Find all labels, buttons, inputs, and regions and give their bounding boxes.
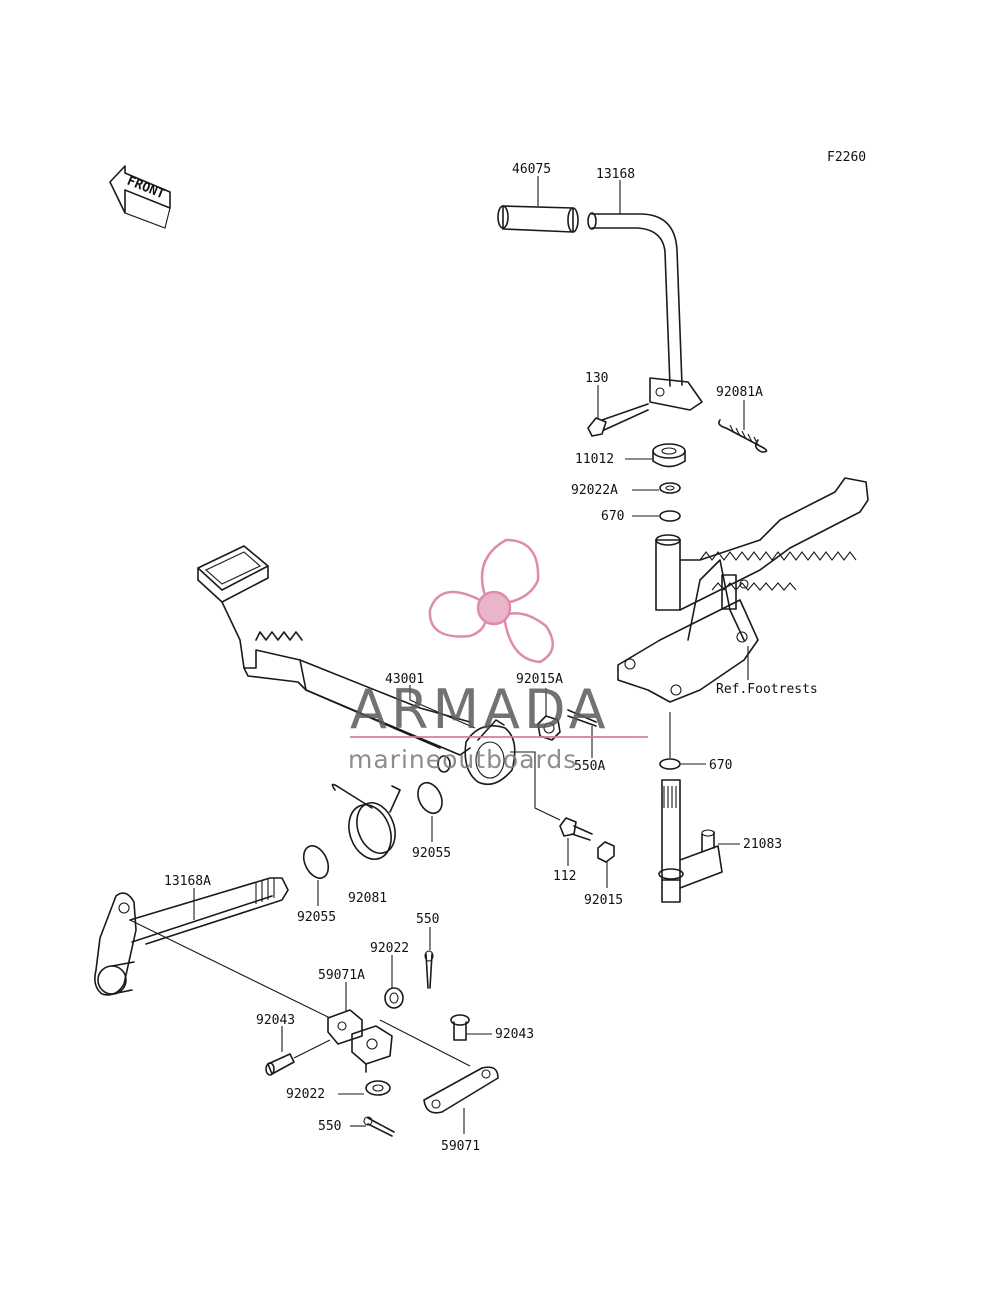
washer-92022-top — [384, 987, 404, 1009]
figure-code: F2260 — [827, 150, 866, 165]
washer-92022-bottom — [365, 1080, 391, 1096]
watermark-tagline: marineoutboards — [348, 745, 577, 774]
label-670-top: 670 — [601, 509, 624, 524]
torsion-spring-92081 — [331, 783, 401, 860]
bolt-130 — [587, 403, 649, 437]
label-112: 112 — [553, 869, 576, 884]
shaft-lever-13168A — [94, 877, 289, 996]
o-ring-92055-b — [302, 845, 330, 879]
pin-92043-left — [265, 1039, 331, 1076]
front-arrow-icon: FRONT — [109, 165, 171, 229]
label-130: 130 — [585, 371, 608, 386]
lever-pipe-13168 — [587, 212, 703, 411]
label-59071: 59071 — [441, 1139, 480, 1154]
o-ring-670-bottom — [659, 758, 681, 770]
washer-11012 — [652, 443, 686, 468]
label-43001: 43001 — [385, 672, 424, 687]
label-92022-top: 92022 — [370, 941, 409, 956]
label-92015A: 92015A — [516, 672, 563, 687]
brake-pedal-43001 — [197, 545, 516, 786]
label-92081: 92081 — [348, 891, 387, 906]
propeller-icon — [428, 538, 554, 664]
label-92015: 92015 — [584, 893, 623, 908]
watermark-underline — [350, 736, 648, 738]
label-670-bottom: 670 — [709, 758, 732, 773]
pin-92043-right — [450, 1014, 470, 1041]
label-92055-b: 92055 — [297, 910, 336, 925]
footrest-bracket — [617, 477, 869, 703]
o-ring-92055-a — [417, 781, 443, 815]
o-ring-670-top — [659, 510, 681, 522]
label-550A: 550A — [574, 759, 605, 774]
bolt-112 — [559, 817, 593, 841]
label-92055-a: 92055 — [412, 846, 451, 861]
cotter-pin-550-top — [424, 950, 434, 989]
grip-46075 — [497, 205, 579, 233]
watermark-brand: ARMADA — [350, 678, 610, 741]
label-92022A: 92022A — [571, 483, 618, 498]
label-13168A: 13168A — [164, 874, 211, 889]
spring-92081A — [718, 419, 768, 453]
label-11012: 11012 — [575, 452, 614, 467]
link-rod-59071 — [379, 1019, 499, 1114]
joint-59071A — [327, 1009, 393, 1073]
label-92043-right: 92043 — [495, 1027, 534, 1042]
cotter-pin-550A — [567, 709, 597, 727]
nut-92015 — [597, 841, 615, 863]
label-21083: 21083 — [743, 837, 782, 852]
label-92022-bottom: 92022 — [286, 1087, 325, 1102]
label-92043-left: 92043 — [256, 1013, 295, 1028]
cotter-pin-550-bottom — [363, 1116, 395, 1137]
washer-92022A — [659, 482, 681, 494]
label-46075: 46075 — [512, 162, 551, 177]
label-ref-footrests: Ref.Footrests — [716, 682, 818, 697]
label-13168: 13168 — [596, 167, 635, 182]
label-59071A: 59071A — [318, 968, 365, 983]
label-550-bottom: 550 — [318, 1119, 341, 1134]
label-92081A: 92081A — [716, 385, 763, 400]
label-550-top: 550 — [416, 912, 439, 927]
watermark: ARMADA marineoutboards — [348, 538, 648, 774]
shaft-21083 — [658, 779, 723, 903]
